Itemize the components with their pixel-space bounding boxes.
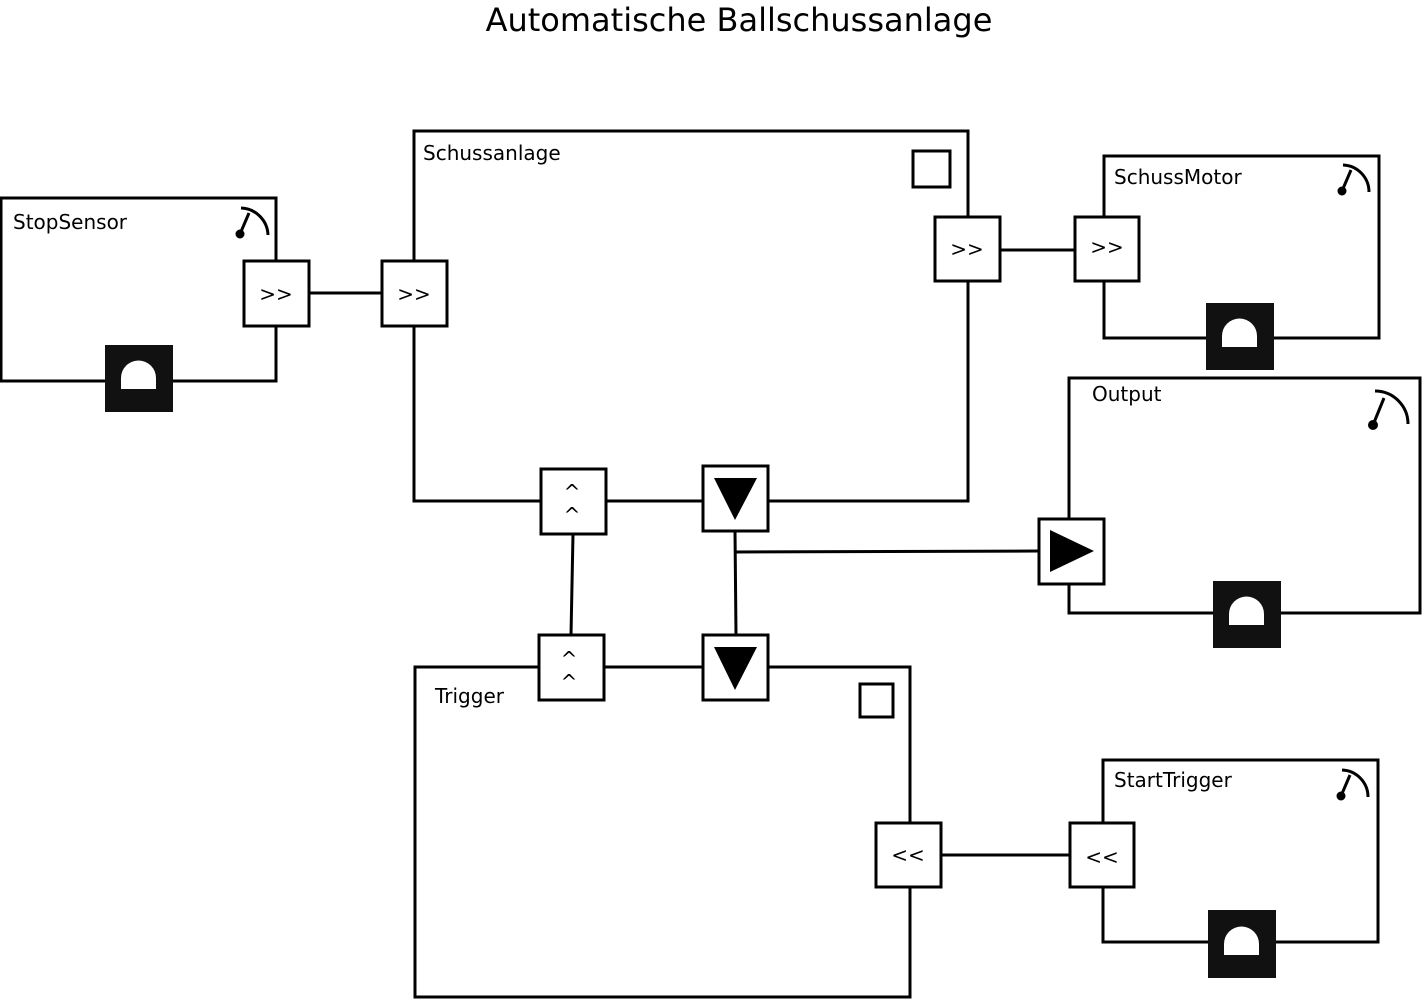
port-label-top: ^ bbox=[564, 480, 581, 504]
sensor-icon bbox=[1208, 910, 1276, 978]
block-label: StartTrigger bbox=[1114, 768, 1233, 792]
block-trigger[interactable]: Trigger ^ ^ << bbox=[413, 633, 943, 999]
port-in-trigger[interactable]: << bbox=[874, 821, 943, 889]
port-out-starttrigger[interactable]: << bbox=[1068, 821, 1136, 889]
port-label: >> bbox=[259, 282, 293, 306]
block-starttrigger[interactable]: StartTrigger << bbox=[1068, 758, 1380, 978]
block-label: SchussMotor bbox=[1114, 165, 1242, 189]
port-up-schussanlage[interactable]: ^ ^ bbox=[539, 467, 608, 536]
gauge-icon bbox=[1337, 163, 1371, 196]
block-output[interactable]: Output bbox=[1037, 376, 1422, 648]
block-frame bbox=[412, 129, 970, 503]
block-schussmotor[interactable]: SchussMotor >> bbox=[1073, 154, 1381, 370]
block-stopsensor[interactable]: StopSensor >> bbox=[0, 196, 311, 412]
port-label: << bbox=[891, 843, 925, 867]
port-in-output[interactable] bbox=[1037, 517, 1106, 586]
block-schussanlage[interactable]: Schussanlage >> >> ^ ^ bbox=[380, 129, 1002, 536]
wire-schussanlage-trigger-down bbox=[733, 530, 738, 636]
port-label: << bbox=[1085, 845, 1119, 869]
block-label: Trigger bbox=[434, 684, 505, 708]
port-out-stopsensor[interactable]: >> bbox=[242, 259, 311, 328]
sensor-icon bbox=[1206, 303, 1274, 370]
sensor-icon bbox=[1213, 581, 1281, 648]
port-in-schussmotor[interactable]: >> bbox=[1073, 215, 1141, 283]
wire-schussanlage-trigger-up bbox=[569, 533, 575, 636]
block-label: Output bbox=[1092, 382, 1162, 406]
gauge-icon bbox=[1368, 389, 1410, 430]
port-label-bottom: ^ bbox=[561, 670, 578, 694]
port-in-schussanlage[interactable]: >> bbox=[380, 259, 449, 328]
block-frame bbox=[413, 665, 912, 999]
triangle-down-icon bbox=[714, 478, 757, 520]
port-label: >> bbox=[950, 237, 984, 261]
port-down-schussanlage[interactable] bbox=[701, 464, 770, 533]
port-label-bottom: ^ bbox=[564, 503, 581, 527]
triangle-right-icon bbox=[1050, 530, 1094, 572]
diagram-title: Automatische Ballschussanlage bbox=[486, 1, 993, 39]
block-label: Schussanlage bbox=[423, 141, 561, 165]
port-label-top: ^ bbox=[561, 647, 578, 671]
gauge-icon bbox=[1336, 768, 1370, 801]
block-label: StopSensor bbox=[13, 210, 128, 234]
block-frame bbox=[1067, 376, 1422, 615]
port-out-schussanlage[interactable]: >> bbox=[933, 215, 1002, 283]
gauge-icon bbox=[235, 206, 270, 239]
port-label: >> bbox=[1090, 235, 1124, 259]
square-icon bbox=[858, 682, 895, 719]
port-label: >> bbox=[397, 282, 431, 306]
wire-to-output bbox=[734, 549, 1040, 554]
port-down-trigger[interactable] bbox=[701, 633, 770, 702]
port-up-trigger[interactable]: ^ ^ bbox=[537, 633, 606, 702]
sensor-icon bbox=[105, 345, 173, 412]
connections bbox=[309, 248, 1075, 857]
triangle-down-icon bbox=[714, 647, 757, 690]
square-icon bbox=[911, 149, 952, 189]
